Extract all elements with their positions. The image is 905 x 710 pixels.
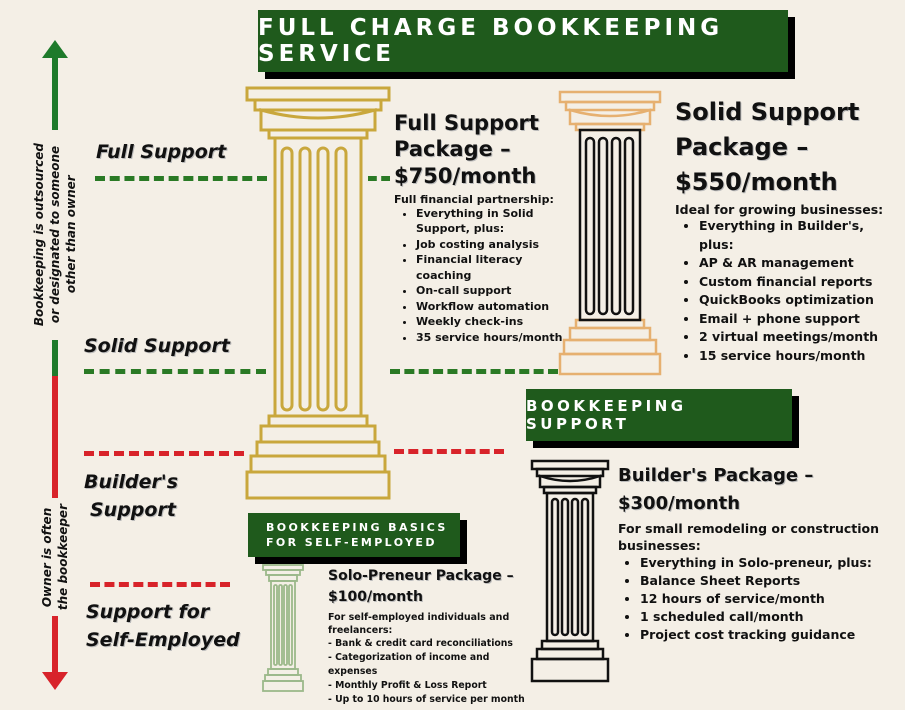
list-item: 35 service hours/month — [416, 330, 564, 346]
solid-support-package: Solid Support Package – $550/month Ideal… — [675, 95, 900, 365]
bookkeeping-basics-line-1: BOOKKEEPING BASICS — [266, 521, 448, 534]
list-item: Everything in Solid Support, plus: — [416, 206, 564, 237]
solo-column-icon — [262, 564, 304, 692]
full-support-package: Full Support Package – $750/month Full f… — [394, 110, 564, 345]
list-item: 2 virtual meetings/month — [699, 328, 900, 347]
full-support-dashes — [95, 176, 267, 181]
list-item: QuickBooks optimization — [699, 291, 900, 310]
level-builders-support: Builder's Support — [84, 471, 179, 521]
list-item: Job costing analysis — [416, 237, 564, 253]
builders-package-intro: For small remodeling or construction bus… — [618, 521, 880, 553]
list-item: Email + phone support — [699, 310, 900, 329]
builders-dashes-left — [84, 451, 244, 456]
axis-top-line-2: or designated to someone — [48, 146, 62, 324]
list-item: Balance Sheet Reports — [640, 572, 888, 590]
list-item: - Monthly Profit & Loss Report — [328, 680, 487, 691]
list-item: Workflow automation — [416, 299, 564, 315]
builders-package-list: Everything in Solo-preneur, plus: Balanc… — [618, 554, 888, 644]
arrow-down-head — [42, 672, 68, 690]
full-support-dashes-right — [368, 176, 390, 181]
builders-dashes-right — [394, 449, 504, 454]
list-item: Everything in Solo-preneur, plus: — [640, 554, 888, 572]
axis-top-label: Bookkeeping is outsourced or designated … — [24, 130, 86, 340]
list-item: On-call support — [416, 283, 564, 299]
bookkeeping-basics-line-2: FOR SELF-EMPLOYED — [266, 536, 437, 549]
list-item: - Bank & credit card reconciliations — [328, 638, 513, 649]
axis-bottom-line-1: Owner is often — [40, 507, 54, 607]
solid-support-dashes-right — [390, 369, 558, 374]
list-item: AP & AR management — [699, 254, 900, 273]
main-title: FULL CHARGE BOOKKEEPING SERVICE — [258, 15, 724, 67]
full-package-list: Everything in Solid Support, plus: Job c… — [394, 206, 564, 346]
solid-package-list: Everything in Builder's, plus: AP & AR m… — [675, 217, 900, 365]
list-item: - Up to 10 hours of service per month — [328, 694, 525, 705]
solid-support-dashes-left — [84, 369, 266, 374]
list-item: Everything in Builder's, plus: — [699, 217, 900, 254]
solo-package-list: - Bank & credit card reconciliations - C… — [328, 637, 533, 707]
list-item: Custom financial reports — [699, 273, 900, 292]
solid-package-intro: Ideal for growing businesses: — [675, 202, 884, 217]
solid-package-title: Solid Support Package – $550/month — [675, 98, 860, 196]
solo-package-intro: For self-employed individuals and freela… — [328, 612, 510, 636]
solo-package-title: Solo-Preneur Package – $100/month — [328, 568, 514, 605]
axis-bottom-line-2: the bookkeeper — [56, 503, 70, 611]
solo-package: Solo-Preneur Package – $100/month For se… — [328, 566, 533, 707]
axis-bottom-label: Owner is often the bookkeeper — [30, 498, 80, 616]
full-package-title: Full Support Package – $750/month — [394, 111, 539, 188]
list-item: Weekly check-ins — [416, 314, 564, 330]
full-package-intro: Full financial partnership: — [394, 192, 554, 206]
main-title-banner: FULL CHARGE BOOKKEEPING SERVICE — [258, 10, 788, 72]
list-item: 15 service hours/month — [699, 347, 900, 366]
builders-column-icon — [530, 459, 610, 683]
arrow-up-head — [42, 40, 68, 58]
list-item: - Categorization of income and expenses — [328, 652, 490, 677]
level-self-employed: Support for Self-Employed — [86, 601, 240, 651]
gold-column-icon — [245, 86, 391, 500]
list-item: 1 scheduled call/month — [640, 608, 888, 626]
bookkeeping-basics-banner: BOOKKEEPING BASICS FOR SELF-EMPLOYED — [248, 513, 460, 557]
level-solid-support: Solid Support — [84, 335, 230, 357]
level-full-support: Full Support — [96, 141, 227, 163]
self-employed-dashes — [90, 582, 230, 587]
bookkeeping-support-banner: BOOKKEEPING SUPPORT — [526, 389, 792, 441]
list-item: 12 hours of service/month — [640, 590, 888, 608]
builders-package: Builder's Package – $300/month For small… — [618, 462, 888, 644]
list-item: Financial literacy coaching — [416, 252, 564, 283]
solid-column-icon — [558, 90, 662, 376]
axis-top-line-3: other than owner — [64, 176, 78, 294]
bookkeeping-support-label: BOOKKEEPING SUPPORT — [526, 397, 687, 433]
builders-package-title: Builder's Package – $300/month — [618, 465, 814, 514]
list-item: Project cost tracking guidance — [640, 626, 888, 644]
axis-top-line-1: Bookkeeping is outsourced — [32, 143, 46, 327]
